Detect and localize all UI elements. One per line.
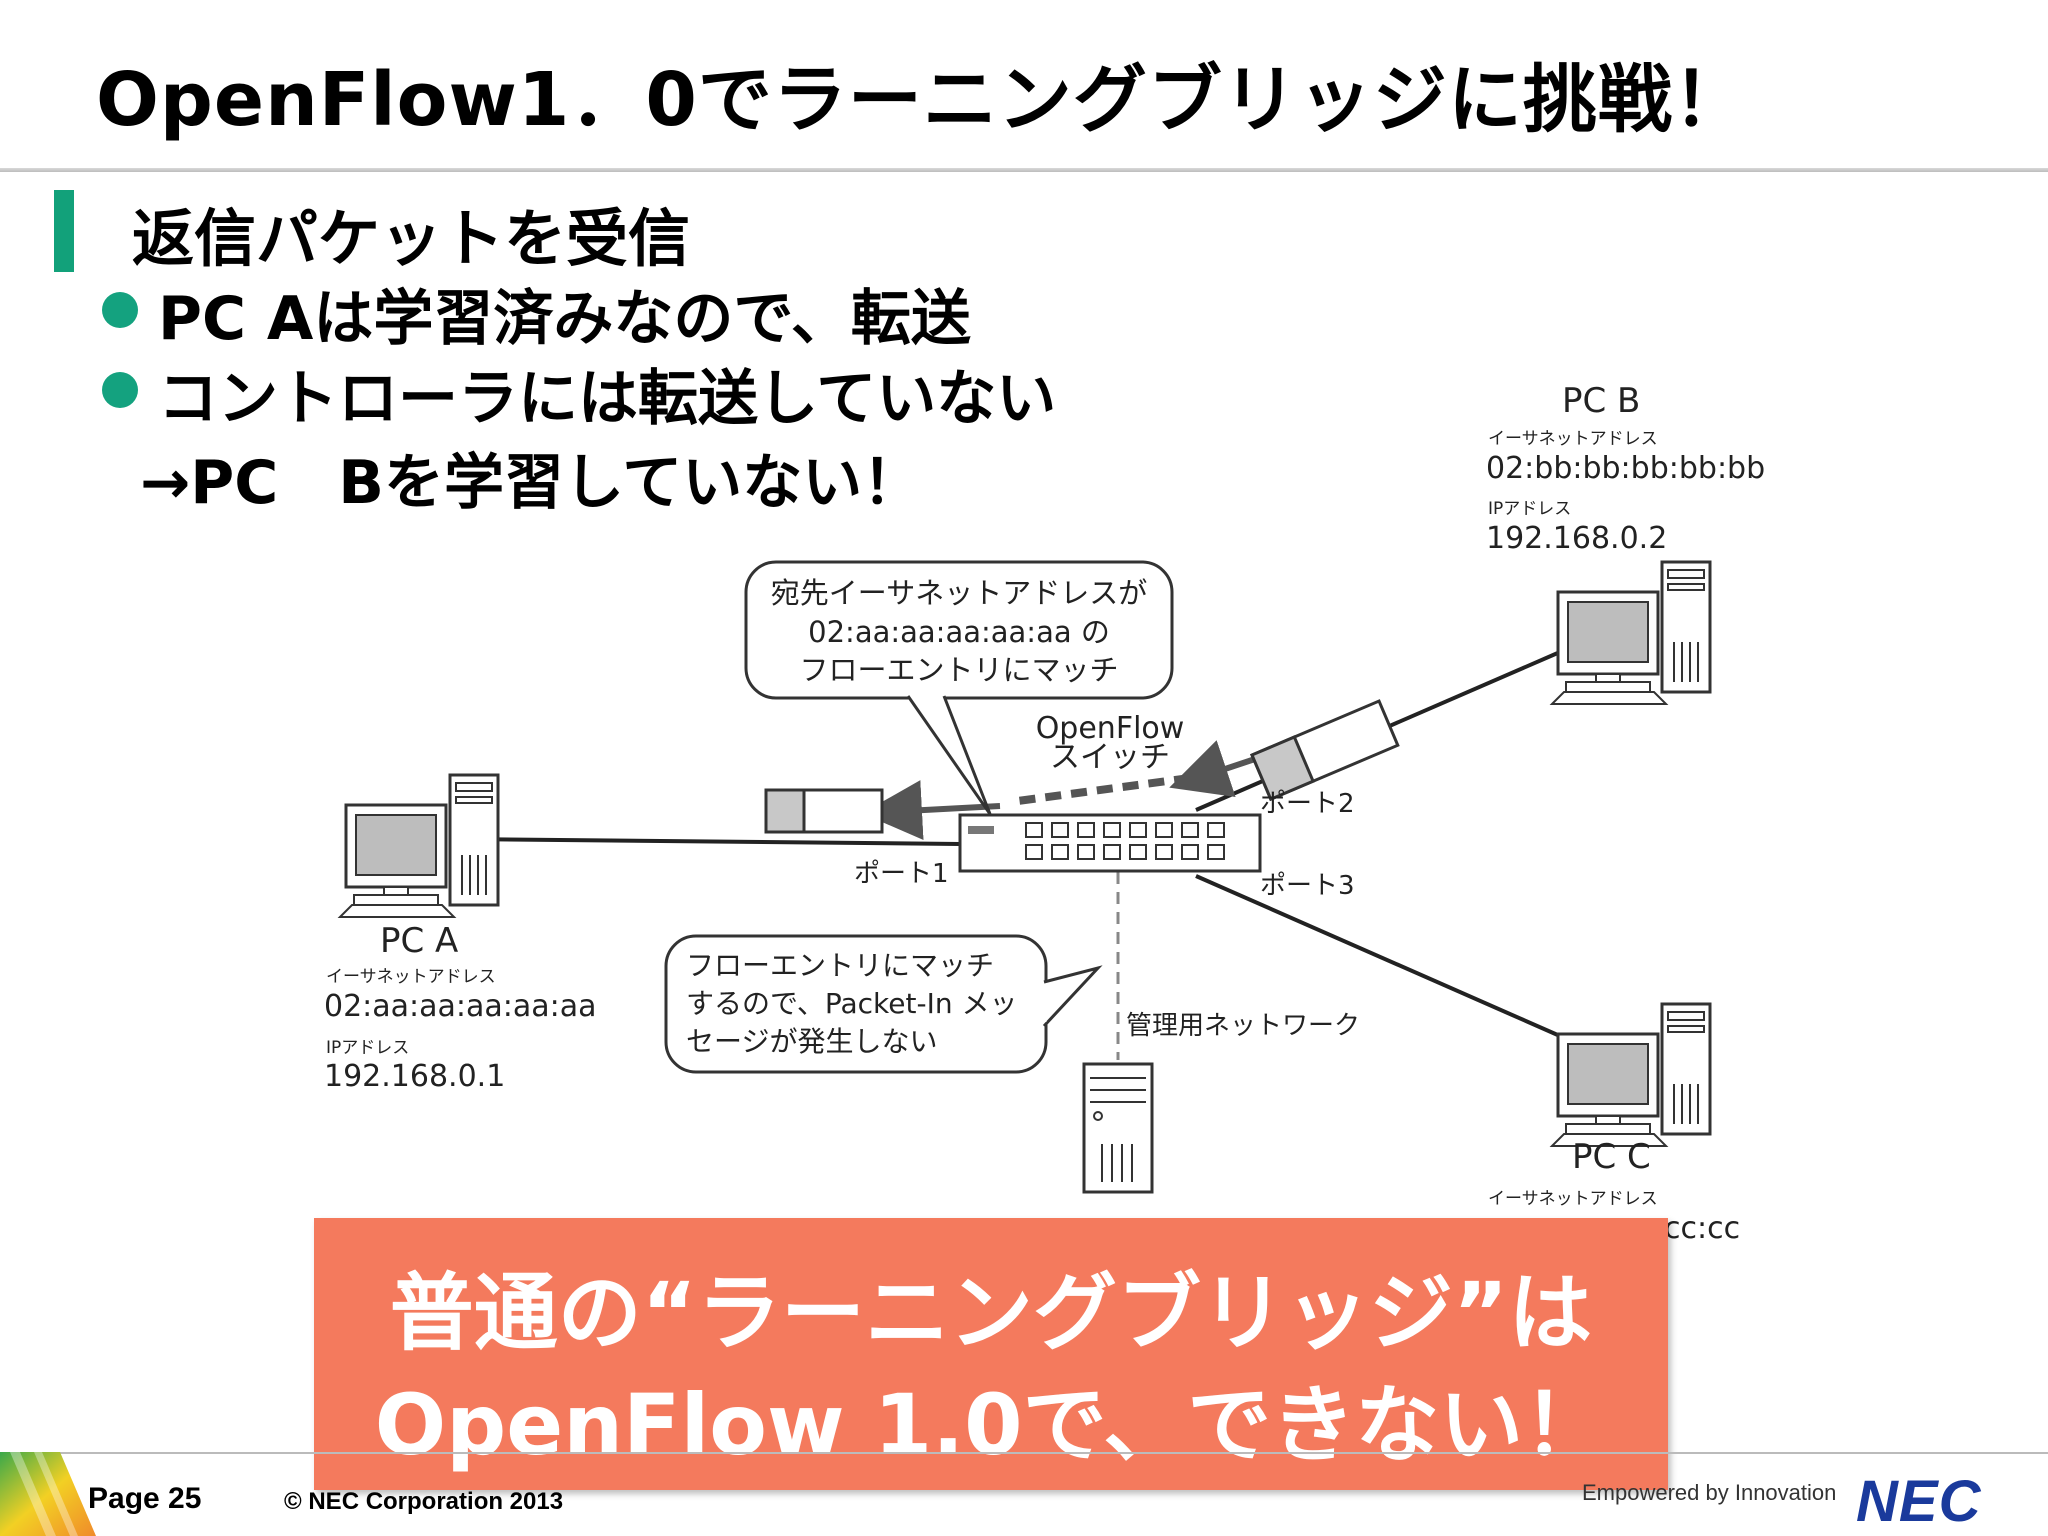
callout-line-1: 普通の“ラーニングブリッジ”は xyxy=(389,1264,1593,1362)
callout-banner: 普通の“ラーニングブリッジ”は OpenFlow 1.0で、できない！ xyxy=(314,1218,1668,1490)
bullet-dot-icon xyxy=(102,372,138,408)
bubble-no-packet-in: フローエントリにマッチ するので、Packet-In メッ セージが発生しない xyxy=(664,934,1103,1074)
pc-b-name: PC B xyxy=(1562,381,1640,421)
footer-divider xyxy=(0,1452,2048,1454)
pc-a-mac-label: イーサネットアドレス xyxy=(326,967,496,987)
pc-b-ip: 192.168.0.2 xyxy=(1486,521,1667,556)
packet-arrow-out xyxy=(862,780,1001,841)
bubble-bottom-line: するので、Packet-In メッ xyxy=(686,987,1018,1020)
pc-b-mac-label: イーサネットアドレス xyxy=(1488,429,1658,449)
pc-c-name: PC C xyxy=(1572,1137,1651,1177)
section-marker xyxy=(54,190,74,272)
packet-from-pc-b xyxy=(1250,699,1400,802)
bubble-bottom-line: セージが発生しない xyxy=(686,1025,937,1058)
bullet-continuation: →PC Bを学習していない！ xyxy=(140,448,923,518)
pc-a-name: PC A xyxy=(380,921,458,961)
bubble-top-line: 宛先イーサネットアドレスが xyxy=(771,576,1147,610)
pc-c-mac-label: イーサネットアドレス xyxy=(1488,1189,1658,1209)
callout-line-2: OpenFlow 1.0で、できない！ xyxy=(374,1376,1608,1474)
pc-c-mac-partial: cc:cc xyxy=(1664,1211,1740,1246)
pc-a-ip-label: IPアドレス xyxy=(326,1038,409,1058)
packet-to-pc-a xyxy=(764,788,884,834)
port-label: ポート2 xyxy=(1260,789,1355,819)
section-heading: 返信パケットを受信 xyxy=(132,202,691,275)
controller-server-icon xyxy=(1082,1062,1154,1194)
port-label: ポート1 xyxy=(854,859,949,889)
pc-b-mac: 02:bb:bb:bb:bb:bb xyxy=(1486,451,1765,486)
pc-c-computer-icon xyxy=(1550,1002,1712,1148)
copyright: © NEC Corporation 2013 xyxy=(284,1488,564,1515)
pc-b-ip-label: IPアドレス xyxy=(1488,499,1571,519)
page-number: Page 25 xyxy=(88,1482,202,1515)
switch-label: スイッチ xyxy=(1050,740,1170,775)
bullet-item: PC Aは学習済みなので、転送 xyxy=(158,284,971,354)
nec-logo: NEC xyxy=(1856,1469,1982,1534)
footer-stripe-decoration xyxy=(0,1452,96,1536)
title-divider xyxy=(0,168,2048,172)
mgmt-network-label: 管理用ネットワーク xyxy=(1126,1011,1360,1041)
link-pc-c xyxy=(1195,874,1561,1038)
packet-path-dashed xyxy=(1009,774,1191,806)
bubble-top-line: 02:aa:aa:aa:aa:aa の xyxy=(808,615,1110,649)
pc-b-computer-icon xyxy=(1550,560,1712,706)
bubble-top-line: フローエントリにマッチ xyxy=(799,653,1118,687)
pc-a-ip: 192.168.0.1 xyxy=(324,1059,505,1094)
openflow-switch xyxy=(958,813,1262,873)
bubble-flow-match: 宛先イーサネットアドレスが 02:aa:aa:aa:aa:aa の フローエント… xyxy=(744,560,1174,815)
tagline: Empowered by Innovation xyxy=(1582,1480,1837,1505)
port-label: ポート3 xyxy=(1260,871,1355,901)
switch-label: OpenFlow xyxy=(1036,711,1185,746)
pc-a-computer-icon xyxy=(338,773,500,919)
link-pc-a xyxy=(459,837,961,846)
bullet-item: コントローラには転送していない xyxy=(158,364,1057,434)
bullet-dot-icon xyxy=(102,292,138,328)
slide-title: OpenFlow1．0でラーニングブリッジに挑戦！ xyxy=(96,57,1748,143)
bubble-bottom-line: フローエントリにマッチ xyxy=(686,949,994,982)
pc-a-mac: 02:aa:aa:aa:aa:aa xyxy=(324,989,597,1024)
